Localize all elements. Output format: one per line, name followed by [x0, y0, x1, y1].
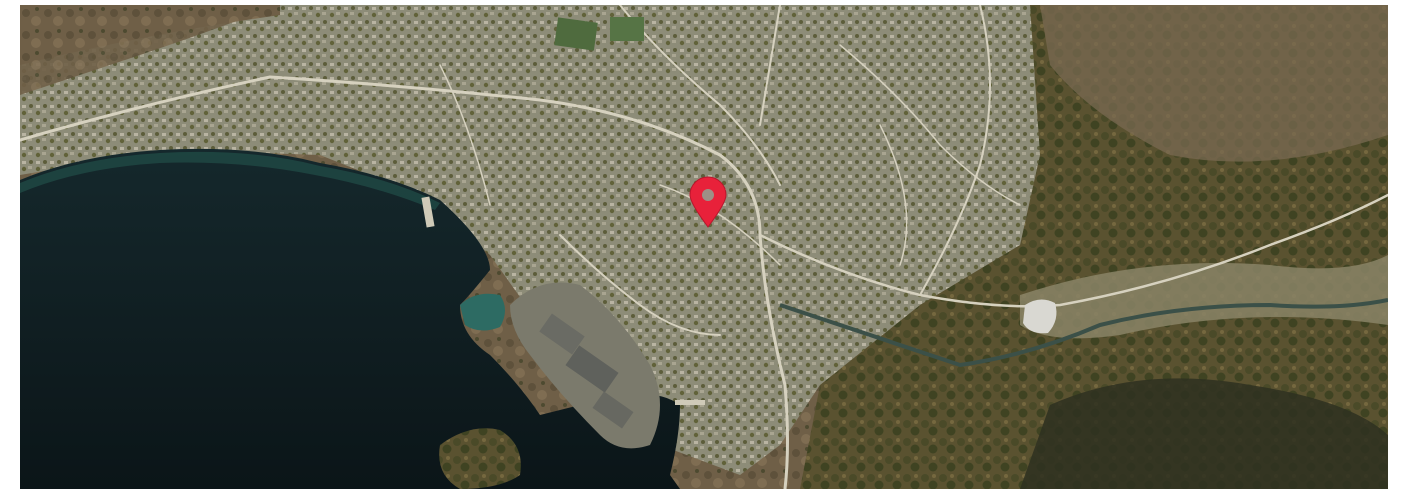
urban-area	[20, 5, 1040, 475]
island	[439, 428, 521, 489]
river	[779, 298, 1388, 368]
pier	[675, 400, 705, 405]
valley-meadow	[1020, 255, 1388, 339]
dark-mountain	[1020, 378, 1388, 489]
industrial-building	[539, 313, 585, 355]
industrial-building	[592, 391, 634, 429]
industrial-building	[565, 345, 619, 393]
satellite-map-canvas[interactable]	[20, 5, 1388, 489]
marina-basin	[460, 293, 505, 331]
sports-field	[610, 17, 644, 41]
sports-field	[554, 17, 598, 51]
sea	[20, 148, 680, 489]
location-pin-icon[interactable]	[689, 176, 727, 228]
northwest-hills	[20, 5, 280, 95]
satellite-map[interactable]	[20, 5, 1388, 489]
quarry	[1023, 299, 1057, 334]
northeast-ridge	[1040, 5, 1388, 162]
shallow-coast	[20, 151, 440, 210]
road-network	[20, 5, 1388, 489]
pier	[421, 196, 435, 228]
